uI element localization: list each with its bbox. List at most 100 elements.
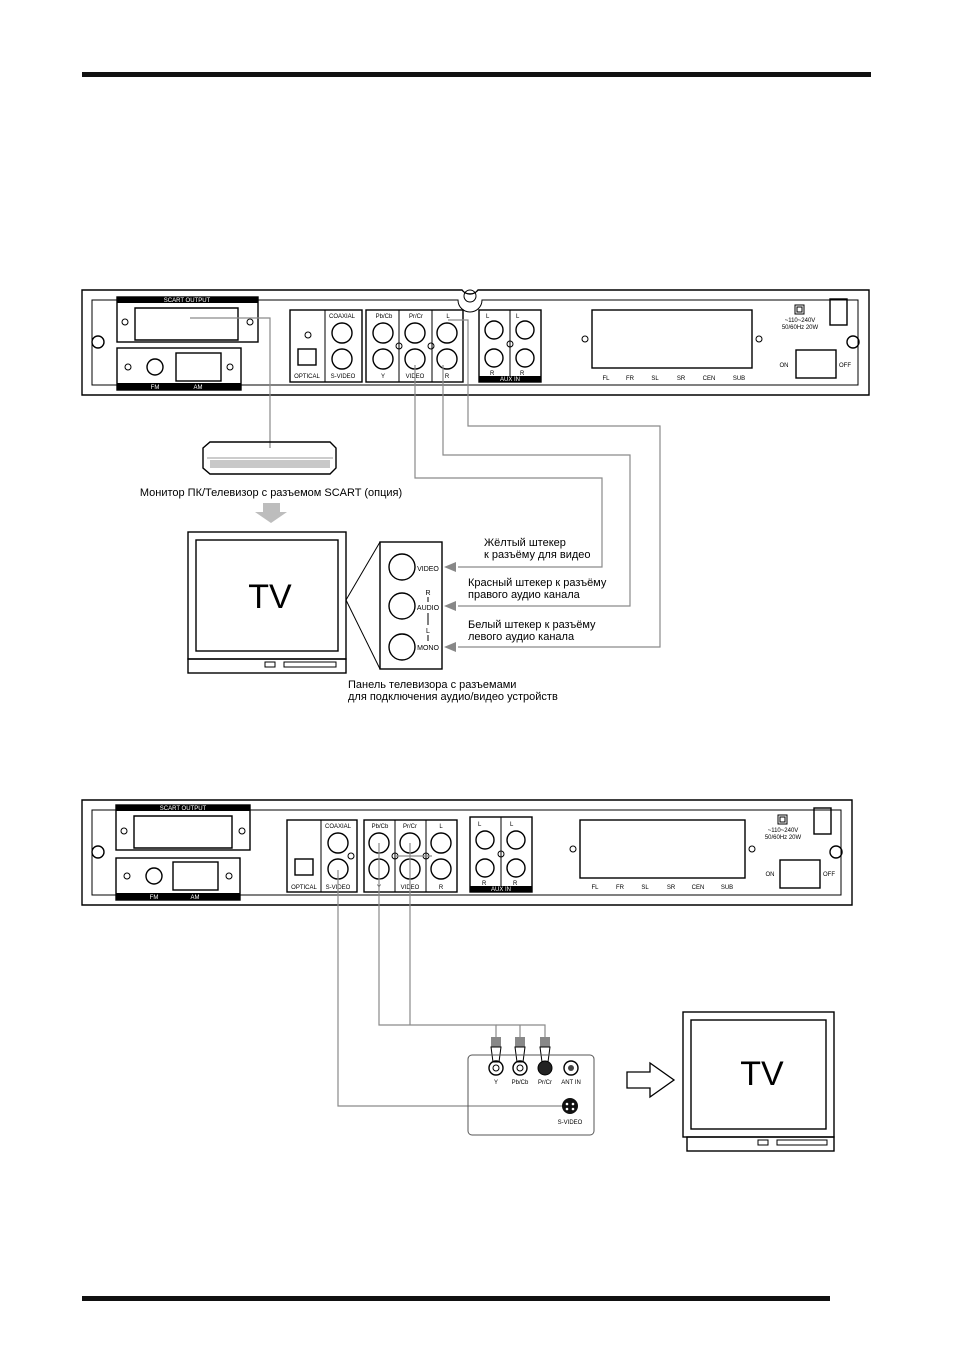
rear-panel-2: SCART OUTPUT FM AM COAXIAL OPTICAL S-VID…	[81, 799, 853, 906]
mount-hole-icon	[846, 335, 860, 349]
svg-text:L: L	[486, 314, 490, 320]
svg-text:SUB: SUB	[733, 376, 745, 382]
class-ii-symbol-icon	[794, 304, 805, 315]
svg-text:50/60Hz 20W: 50/60Hz 20W	[782, 325, 819, 331]
svg-text:Pr/Cr: Pr/Cr	[409, 314, 423, 320]
svg-text:L: L	[510, 822, 514, 828]
arrow-head-icon	[444, 562, 456, 572]
s-video-jack	[331, 348, 353, 370]
svg-text:R: R	[439, 885, 444, 891]
coaxial-jack	[331, 322, 353, 344]
svg-text:FL: FL	[602, 376, 610, 382]
svg-text:R: R	[513, 881, 518, 887]
svg-text:Y: Y	[494, 1080, 498, 1086]
svg-text:AUDIO: AUDIO	[417, 605, 440, 612]
tv-y-jack	[488, 1060, 504, 1076]
svg-text:L: L	[426, 628, 430, 635]
svg-text:FL: FL	[591, 885, 599, 891]
svg-text:L: L	[446, 314, 450, 320]
svg-text:R: R	[490, 371, 495, 377]
svg-text:Pr/Cr: Pr/Cr	[538, 1080, 552, 1086]
right-arrow-icon	[626, 1061, 676, 1099]
digital-audio-block	[286, 819, 358, 893]
tv-pb-jack	[512, 1060, 528, 1076]
svg-text:OFF: OFF	[839, 363, 851, 369]
class-ii-symbol-icon	[777, 814, 788, 825]
svg-text:MONO: MONO	[417, 645, 439, 652]
svg-text:к разъёму для видео: к разъёму для видео	[484, 549, 591, 561]
svg-text:SL: SL	[651, 376, 659, 382]
tv-audio-r-jack	[388, 592, 416, 620]
speaker-output-block	[591, 309, 753, 369]
scart-output-label: SCART OUTPUT	[164, 298, 211, 304]
power-switch	[779, 859, 821, 889]
svg-text:ON: ON	[780, 363, 789, 369]
svg-text:FR: FR	[616, 885, 625, 891]
svg-text:Pr/Cr: Pr/Cr	[403, 824, 417, 830]
power-cord-notch	[829, 298, 848, 326]
tv-s-video-jack	[562, 1098, 578, 1114]
svg-text:CEN: CEN	[692, 885, 705, 891]
svg-text:правого аудио канала: правого аудио канала	[468, 589, 581, 601]
cables-diagram-1	[190, 317, 661, 648]
svg-text:L: L	[478, 822, 482, 828]
mount-hole-icon	[91, 845, 105, 859]
tv-2: TV	[682, 1011, 835, 1152]
scart-connector	[134, 307, 239, 341]
svg-text:Панель телевизора с разъемами: Панель телевизора с разъемами	[348, 679, 516, 691]
svg-text:FM: FM	[150, 895, 159, 901]
tv-component-panel: Y Pb/Cb Pr/Cr ANT IN S-VIDEO	[467, 1054, 595, 1136]
svg-text:L: L	[439, 824, 443, 830]
tv-video-jack	[388, 553, 416, 581]
svg-text:R: R	[445, 374, 450, 380]
svg-text:OFF: OFF	[823, 872, 835, 878]
svg-text:Y: Y	[381, 374, 385, 380]
scart-caption: Монитор ПК/Телевизор с разъемом SCART (о…	[140, 487, 402, 499]
mount-hole-icon	[91, 335, 105, 349]
svg-text:COAXIAL: COAXIAL	[329, 314, 356, 320]
svg-text:Pb/Cb: Pb/Cb	[512, 1080, 529, 1086]
svg-text:SCART OUTPUT: SCART OUTPUT	[160, 806, 207, 812]
svg-text:OPTICAL: OPTICAL	[294, 374, 320, 380]
svg-text:для подключения аудио/видео ус: для подключения аудио/видео устройств	[348, 691, 558, 703]
svg-text:Белый штекер к разъёму: Белый штекер к разъёму	[468, 619, 596, 631]
svg-text:FM: FM	[151, 385, 160, 391]
svg-text:левого аудио канала: левого аудио канала	[468, 631, 575, 643]
svg-text:VIDEO: VIDEO	[417, 566, 439, 573]
svg-text:R: R	[425, 590, 430, 597]
svg-text:R: R	[482, 881, 487, 887]
svg-text:SR: SR	[677, 376, 686, 382]
svg-text:S-VIDEO: S-VIDEO	[331, 374, 356, 380]
svg-text:~110~240V: ~110~240V	[768, 828, 799, 834]
svg-text:Pb/Cb: Pb/Cb	[372, 824, 389, 830]
rear-panel-1: SCART OUTPUT FM AM COAXIAL OPTICAL S-VID…	[81, 289, 870, 396]
svg-text:AM: AM	[194, 385, 203, 391]
scart-plug	[202, 441, 337, 475]
optical-jack	[297, 348, 317, 366]
arrow-head-icon	[444, 642, 456, 652]
svg-text:FR: FR	[626, 376, 635, 382]
tv-av-jack-panel: VIDEO R AUDIO L MONO	[345, 541, 443, 670]
am-antenna-terminal	[175, 352, 222, 382]
svg-text:SL: SL	[641, 885, 649, 891]
tv-pr-jack	[537, 1060, 553, 1076]
tv-audio-l-jack	[388, 633, 416, 661]
svg-text:Красный штекер к разъёму: Красный штекер к разъёму	[468, 577, 607, 589]
tv-ant-in-jack	[563, 1060, 579, 1076]
cables-diagram-2	[337, 843, 563, 1107]
bottom-rule	[82, 1296, 830, 1301]
svg-text:ANT IN: ANT IN	[561, 1080, 581, 1086]
digital-audio-block	[289, 309, 363, 383]
svg-text:~110~240V: ~110~240V	[785, 318, 816, 324]
component-plugs	[490, 1037, 551, 1063]
svg-text:AUX IN: AUX IN	[500, 377, 520, 383]
svg-text:S-VIDEO: S-VIDEO	[558, 1120, 583, 1126]
svg-text:L: L	[516, 314, 520, 320]
power-switch	[795, 349, 837, 379]
down-arrow-icon	[255, 503, 287, 523]
svg-text:CEN: CEN	[703, 376, 716, 382]
tv-label: TV	[740, 1055, 784, 1093]
panel-screw-icon	[463, 289, 477, 303]
